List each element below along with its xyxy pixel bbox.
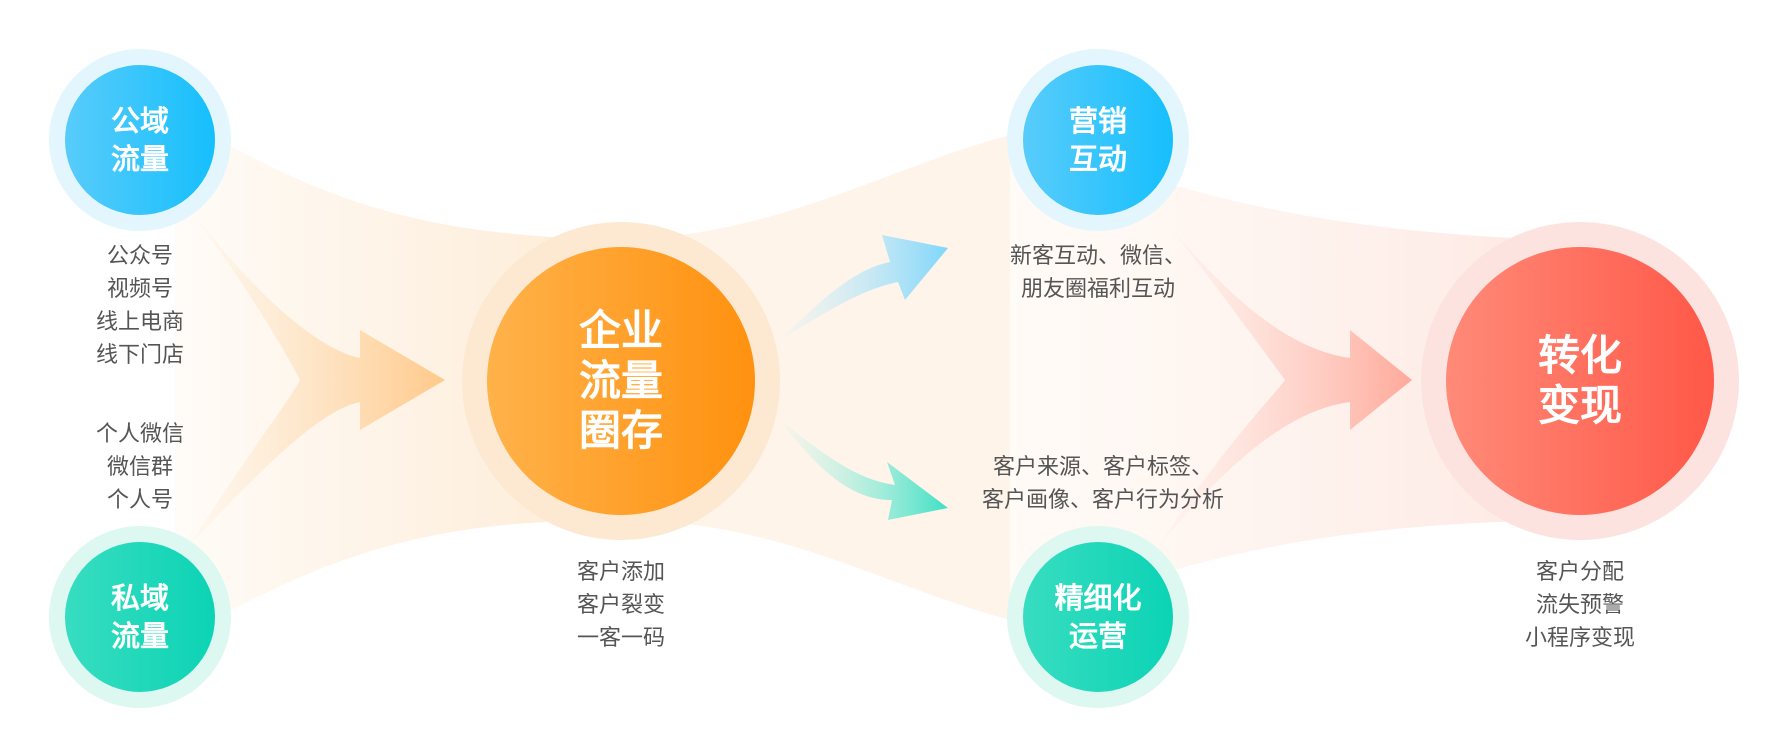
enterprise-pool-line2: 流量 xyxy=(578,356,663,405)
enterprise-pool-node: 企业 流量 圈存 xyxy=(462,222,780,540)
marketing-node: 营销 互动 xyxy=(1007,49,1189,231)
conversion-node: 转化 变现 xyxy=(1421,222,1739,540)
private-channels-caption: 个人微信 微信群 个人号 xyxy=(40,418,240,517)
conversion-line1: 转化 xyxy=(1537,331,1622,380)
arrow-to-marketing xyxy=(780,235,948,340)
private-traffic-node: 私域 流量 xyxy=(49,526,231,708)
conversion-line2: 变现 xyxy=(1537,381,1622,430)
public-channel-item: 公众号 xyxy=(106,244,173,269)
arrow-to-pool xyxy=(190,210,445,545)
ops-action-item: 客户来源、客户标签、 xyxy=(992,455,1213,480)
ops-action-item: 客户画像、客户行为分析 xyxy=(981,488,1224,513)
marketing-action-item: 新客互动、微信、 xyxy=(1009,244,1186,269)
marketing-line1: 营销 xyxy=(1068,104,1127,138)
ops-actions-caption: 客户来源、客户标签、 客户画像、客户行为分析 xyxy=(958,451,1248,517)
pool-action-item: 客户添加 xyxy=(576,560,665,585)
private-channel-item: 个人微信 xyxy=(95,422,184,447)
public-traffic-node: 公域 流量 xyxy=(49,49,231,231)
enterprise-pool-line3: 圈存 xyxy=(578,406,663,455)
arrow-to-ops xyxy=(780,420,948,520)
private-channel-item: 个人号 xyxy=(106,488,173,513)
marketing-line2: 互动 xyxy=(1068,142,1127,176)
public-traffic-line2: 流量 xyxy=(110,142,169,176)
public-traffic-line1: 公域 xyxy=(110,104,169,138)
private-traffic-line1: 私域 xyxy=(110,581,169,615)
enterprise-pool-line1: 企业 xyxy=(578,306,663,355)
conversion-action-item: 客户分配 xyxy=(1535,560,1624,585)
public-channel-item: 线上电商 xyxy=(95,310,184,335)
private-traffic-line2: 流量 xyxy=(110,619,169,653)
arrow-to-conversion xyxy=(1160,215,1412,545)
conversion-actions-caption: 客户分配 流失预警 小程序变现 xyxy=(1480,556,1680,655)
refined-ops-line2: 运营 xyxy=(1068,619,1127,653)
conversion-action-item: 流失预警 xyxy=(1535,593,1624,618)
refined-ops-line1: 精细化 xyxy=(1054,581,1142,615)
public-channels-caption: 公众号 视频号 线上电商 线下门店 xyxy=(40,240,240,372)
public-channel-item: 线下门店 xyxy=(95,343,184,368)
private-channel-item: 微信群 xyxy=(106,455,173,480)
marketing-action-item: 朋友圈福利互动 xyxy=(1020,277,1175,302)
conversion-action-item: 小程序变现 xyxy=(1524,626,1635,651)
pool-action-item: 一客一码 xyxy=(576,626,665,651)
pool-action-item: 客户裂变 xyxy=(576,593,665,618)
marketing-actions-caption: 新客互动、微信、 朋友圈福利互动 xyxy=(988,240,1208,306)
pool-actions-caption: 客户添加 客户裂变 一客一码 xyxy=(521,556,721,655)
refined-ops-node: 精细化 运营 xyxy=(1007,526,1189,708)
public-channel-item: 视频号 xyxy=(106,277,173,302)
